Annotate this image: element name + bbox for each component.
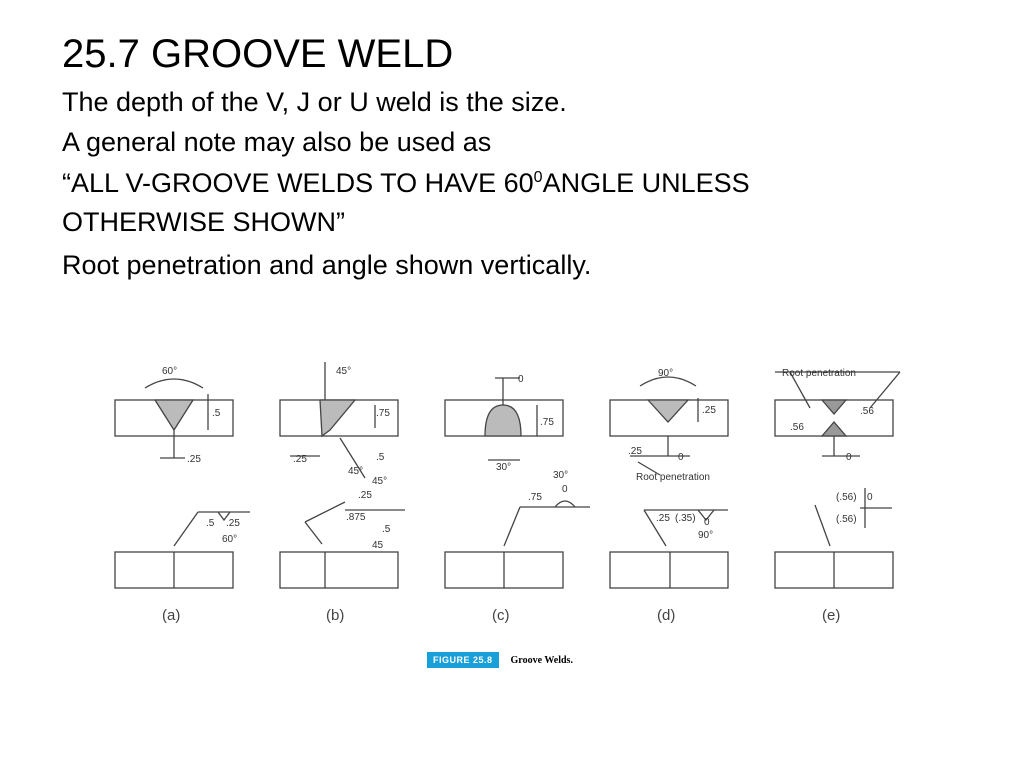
body-line-3-start: “ALL V-GROOVE WELDS TO HAVE 60 bbox=[62, 168, 534, 198]
panel-b-sym-c: .875 bbox=[346, 512, 366, 523]
panel-e-sym-bottom: (.56) bbox=[836, 514, 857, 525]
panel-c-sym-zero: 0 bbox=[562, 484, 568, 495]
panel-b-section bbox=[279, 362, 399, 479]
panel-d-root: .25 bbox=[628, 446, 642, 457]
panel-b-sym-e: 45 bbox=[372, 540, 384, 551]
panel-d-sym-root: (.35) bbox=[675, 513, 696, 524]
panel-b-angle2: 45° bbox=[348, 466, 363, 477]
figure-caption: FIGURE 25.8 Groove Welds. bbox=[427, 651, 573, 669]
panel-a-sym-angle: 60° bbox=[222, 534, 237, 545]
panel-c-section bbox=[444, 377, 564, 461]
panel-c-sym-angle: 30° bbox=[553, 470, 568, 481]
panel-d-root-label: Root penetration bbox=[636, 472, 710, 483]
panel-e-caption: (e) bbox=[822, 607, 840, 624]
panel-c-symbol bbox=[444, 500, 590, 589]
body-line-1: The depth of the V, J or U weld is the s… bbox=[62, 87, 567, 117]
panel-b-depth: .75 bbox=[376, 408, 390, 419]
panel-e-right-dim: .56 bbox=[860, 406, 874, 417]
panel-c-bottom-dim: 30° bbox=[496, 462, 511, 473]
panel-c-depth: .75 bbox=[540, 417, 554, 428]
panel-d-depth: .25 bbox=[702, 405, 716, 416]
panel-a-root: .25 bbox=[187, 454, 201, 465]
panel-e-left-dim: .56 bbox=[790, 422, 804, 433]
panel-a-section bbox=[114, 378, 234, 459]
figure-caption-text: Groove Welds. bbox=[510, 654, 573, 666]
panel-b-sym-d: .5 bbox=[382, 524, 391, 535]
figure-number-badge: FIGURE 25.8 bbox=[427, 652, 499, 668]
body-line-3-end: ANGLE UNLESS bbox=[542, 168, 750, 198]
panel-b-angle: 45° bbox=[336, 366, 351, 377]
panel-e-top-label: Root penetration bbox=[782, 368, 856, 379]
panel-a-symbol bbox=[114, 511, 250, 589]
panel-d-sym-zero: 0 bbox=[704, 517, 710, 528]
panel-b-sym-b: .25 bbox=[358, 490, 372, 501]
panel-a-sym-depth: .25 bbox=[226, 518, 240, 529]
panel-e-bottom-dim: 0 bbox=[846, 452, 852, 463]
panel-b-root: .25 bbox=[293, 454, 307, 465]
panel-c-sym-size: .75 bbox=[528, 492, 542, 503]
body-line-3: “ALL V-GROOVE WELDS TO HAVE 600ANGLE UNL… bbox=[62, 167, 750, 199]
panel-d-section bbox=[609, 376, 729, 476]
panel-e-sym-top: (.56) bbox=[836, 492, 857, 503]
panel-a-sym-size: .5 bbox=[206, 518, 215, 529]
panel-e-sym-zero: 0 bbox=[867, 492, 873, 503]
panel-a-angle: 60° bbox=[162, 366, 177, 377]
body-line-5: Root penetration and angle shown vertica… bbox=[62, 250, 592, 280]
panel-d-symbol bbox=[609, 509, 729, 589]
panel-b-depth2: .5 bbox=[376, 452, 385, 463]
panel-d-sym-size: .25 bbox=[656, 513, 670, 524]
panel-b-caption: (b) bbox=[326, 607, 344, 624]
panel-e-section bbox=[774, 371, 901, 457]
panel-d-root-dim: 0 bbox=[678, 452, 684, 463]
panel-d-sym-angle: 90° bbox=[698, 530, 713, 541]
panel-d-angle: 90° bbox=[658, 368, 673, 379]
panel-a-caption: (a) bbox=[162, 607, 180, 624]
slide-title: 25.7 GROOVE WELD bbox=[62, 32, 454, 76]
degree-superscript: 0 bbox=[533, 169, 543, 186]
panel-c-caption: (c) bbox=[492, 607, 510, 624]
body-line-4: OTHERWISE SHOWN” bbox=[62, 207, 345, 237]
panel-e-symbol bbox=[774, 488, 894, 589]
panel-c-top-dim: 0 bbox=[518, 374, 524, 385]
panel-b-sym-a: 45° bbox=[372, 476, 387, 487]
panel-b-symbol bbox=[279, 501, 405, 589]
body-line-2: A general note may also be used as bbox=[62, 127, 492, 157]
panel-d-caption: (d) bbox=[657, 607, 675, 624]
groove-weld-figure: 60° .5 .25 .5 .25 60° 45° .75 .25 .5 45°… bbox=[114, 362, 901, 624]
panel-a-depth: .5 bbox=[212, 408, 221, 419]
